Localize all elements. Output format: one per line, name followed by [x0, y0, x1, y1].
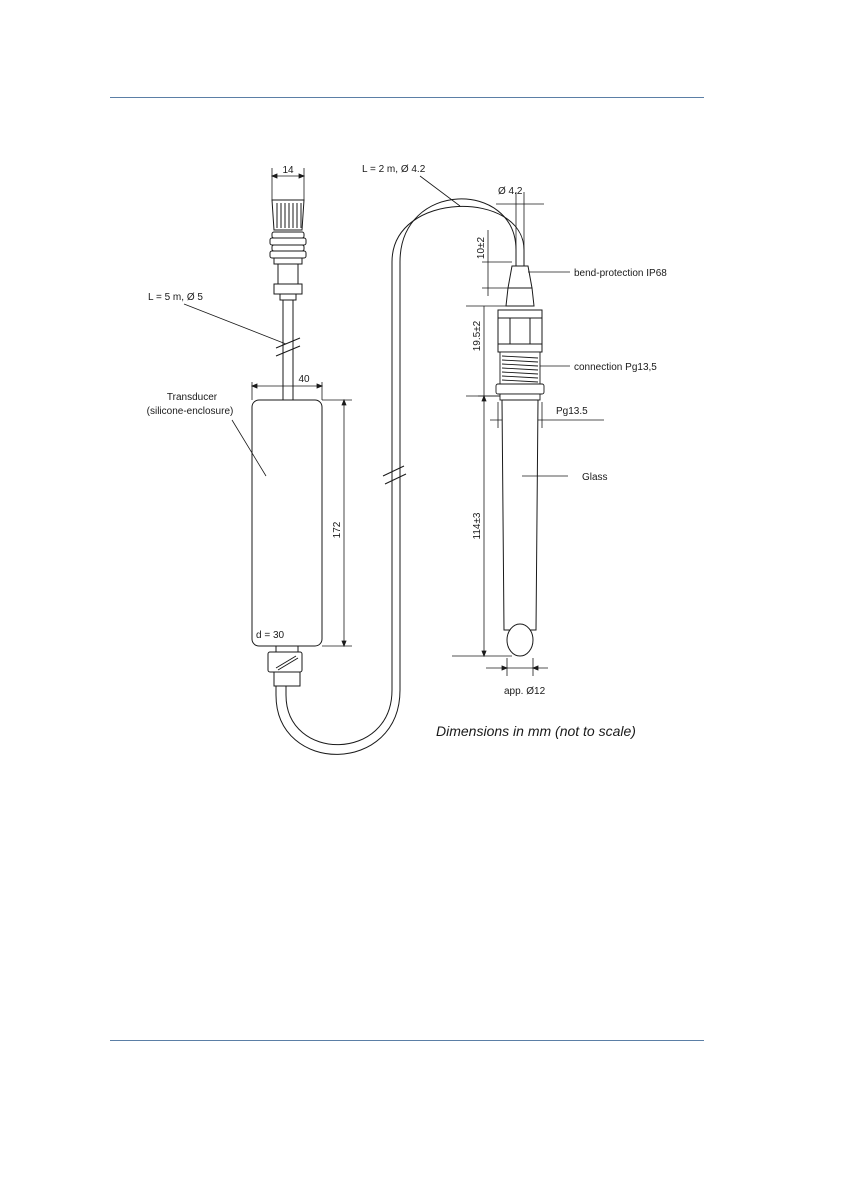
sensor-cable-label: L = 2 m, Ø 4.2: [362, 164, 426, 175]
glass-length-label: 114±3: [472, 512, 483, 539]
thread-size-label: Pg13.5: [556, 406, 588, 417]
transducer-title: Transducer: [167, 392, 218, 403]
transducer-width-label: 40: [298, 374, 310, 385]
glass-shaft: [502, 400, 538, 656]
bend-length-label: 10±2: [476, 236, 487, 259]
tip-diameter-dimension: [486, 658, 548, 676]
glass-label: Glass: [582, 472, 608, 483]
transducer-diameter-label: d = 30: [256, 630, 285, 641]
thread-length-label: 19.5±2: [472, 320, 483, 351]
connector-width-label: 14: [282, 165, 294, 176]
thread-pg13-5: [496, 352, 544, 400]
tip-diameter-label: app. Ø12: [504, 686, 546, 697]
transducer-housing: [252, 400, 322, 646]
cable-label-leader: [184, 304, 286, 344]
transducer-gland: [268, 646, 302, 686]
m12-connector: [270, 200, 306, 300]
hex-nut: [498, 310, 542, 352]
bend-protection-label: bend-protection IP68: [574, 268, 667, 279]
transducer-width-dimension: [252, 382, 322, 400]
drawing-caption: Dimensions in mm (not to scale): [436, 723, 636, 739]
cable-diameter-label: Ø 4.2: [498, 186, 523, 197]
transducer-cable-label: L = 5 m, Ø 5: [148, 292, 203, 303]
sensor-cable-leader: [420, 176, 460, 206]
transducer-cable: [276, 300, 300, 400]
cable-diameter-dimension: [496, 192, 544, 266]
connection-label: connection Pg13,5: [574, 362, 657, 373]
transducer-subtitle: (silicone-enclosure): [147, 406, 234, 417]
transducer-height-label: 172: [332, 521, 343, 538]
